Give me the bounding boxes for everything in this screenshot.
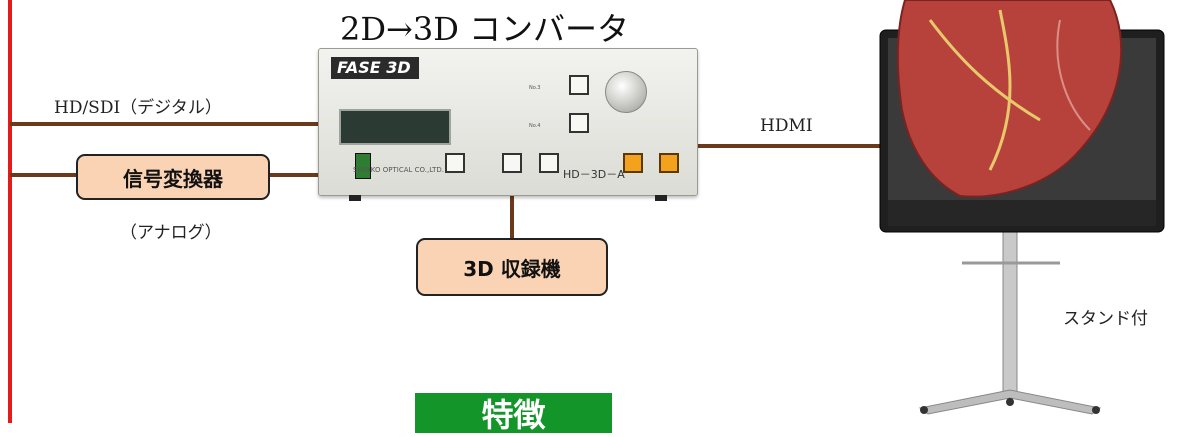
orange-button-1	[623, 153, 643, 173]
power-switch	[355, 153, 371, 179]
maker-label: SHIMKO OPTICAL CO.,LTD.	[353, 166, 445, 174]
dial-knob	[605, 71, 647, 113]
brand-logo: FASE 3D	[331, 57, 419, 79]
stand-label: スタンド付	[1063, 309, 1148, 329]
front-button-3	[539, 153, 559, 173]
front-button-2	[502, 153, 522, 173]
hd-sdi-label: HD/SDI（デジタル）	[54, 98, 222, 118]
front-button-no4	[569, 113, 589, 133]
wiring-diagram	[8, 0, 1165, 423]
page-title: 2D→3D コンバータ	[340, 10, 630, 48]
analog-label: （アナログ）	[120, 223, 222, 243]
recorder-box: 3D 収録機	[416, 238, 608, 296]
button-no4-label: No.4	[529, 123, 541, 129]
front-button-1	[445, 153, 465, 173]
model-label: HD－3D－A	[563, 168, 625, 181]
front-button-no3	[569, 75, 589, 95]
device-foot-left	[349, 195, 361, 201]
stand-illustration	[918, 227, 1102, 415]
button-no3-label: No.3	[529, 85, 541, 91]
lcd-display	[339, 109, 451, 145]
feature-heading: 特徴	[415, 393, 612, 434]
converter-device: FASE 3D No.3 No.4 SHIMKO OPTICAL CO.,LTD…	[318, 48, 698, 201]
device-foot-right	[655, 195, 667, 201]
signal-converter-box: 信号変換器	[76, 154, 270, 200]
hdmi-label: HDMI	[760, 116, 813, 136]
orange-button-2	[659, 153, 679, 173]
heart-illustration	[896, 0, 1123, 198]
